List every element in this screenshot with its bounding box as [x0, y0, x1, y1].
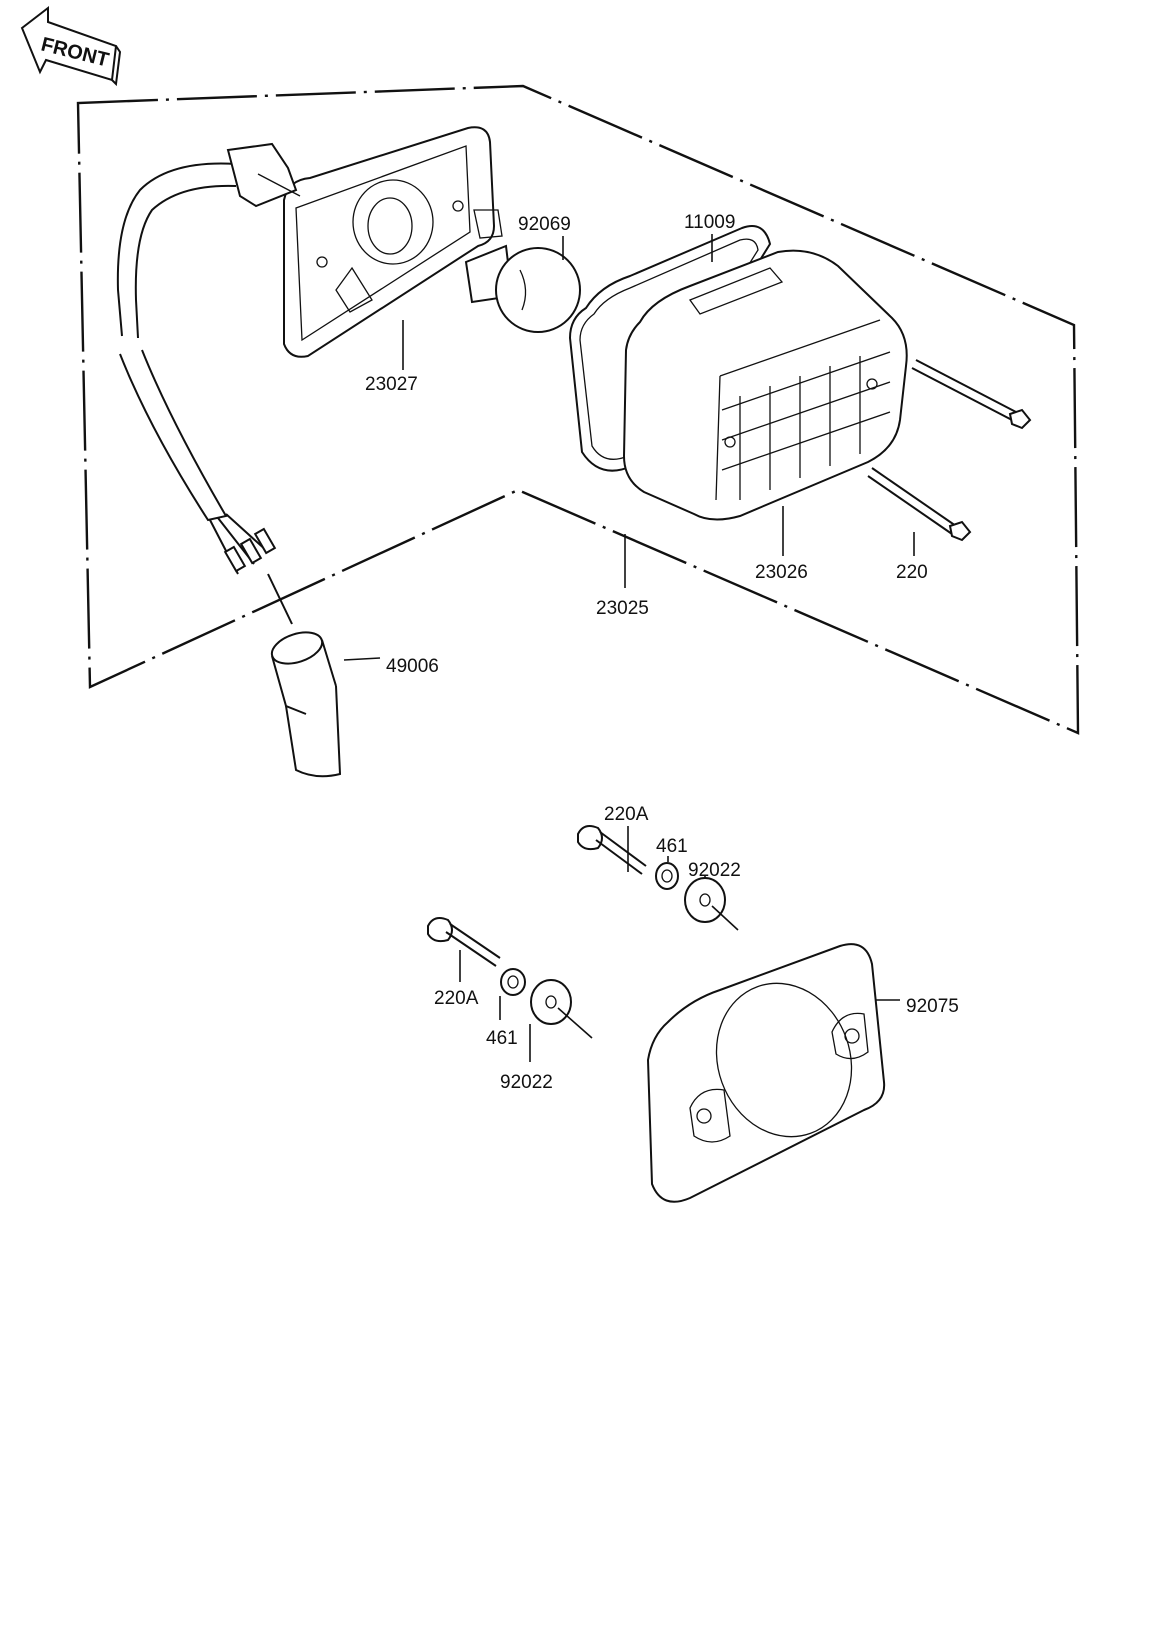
label-23025: 23025: [596, 598, 649, 619]
mounting-plate-92075: [646, 943, 886, 1203]
leader-lines: [343, 234, 915, 1062]
wire-harness: [116, 142, 301, 575]
label-49006: 49006: [386, 656, 439, 677]
label-92022-upper: 92022: [688, 860, 741, 881]
grommet-49006: [267, 573, 342, 778]
label-220A-upper: 220A: [604, 804, 649, 825]
label-220: 220: [896, 562, 928, 583]
hardware-lower: [427, 917, 593, 1039]
label-23026: 23026: [755, 562, 808, 583]
label-23027: 23027: [365, 374, 418, 395]
label-220A-lower: 220A: [434, 988, 479, 1009]
lamp-housing-23027: [283, 126, 503, 358]
label-11009: 11009: [684, 212, 735, 233]
label-92069: 92069: [518, 214, 571, 235]
lens-23026: [622, 249, 908, 521]
label-92075: 92075: [906, 996, 959, 1017]
label-461-lower: 461: [486, 1028, 518, 1049]
screw-220: [867, 359, 1032, 542]
label-461-upper: 461: [656, 836, 688, 857]
bulb-92069: [464, 244, 581, 333]
label-92022-lower: 92022: [500, 1072, 553, 1093]
hardware-upper: [577, 825, 739, 931]
front-arrow: FRONT: [20, 5, 122, 87]
assembly-frame: [76, 84, 1080, 735]
